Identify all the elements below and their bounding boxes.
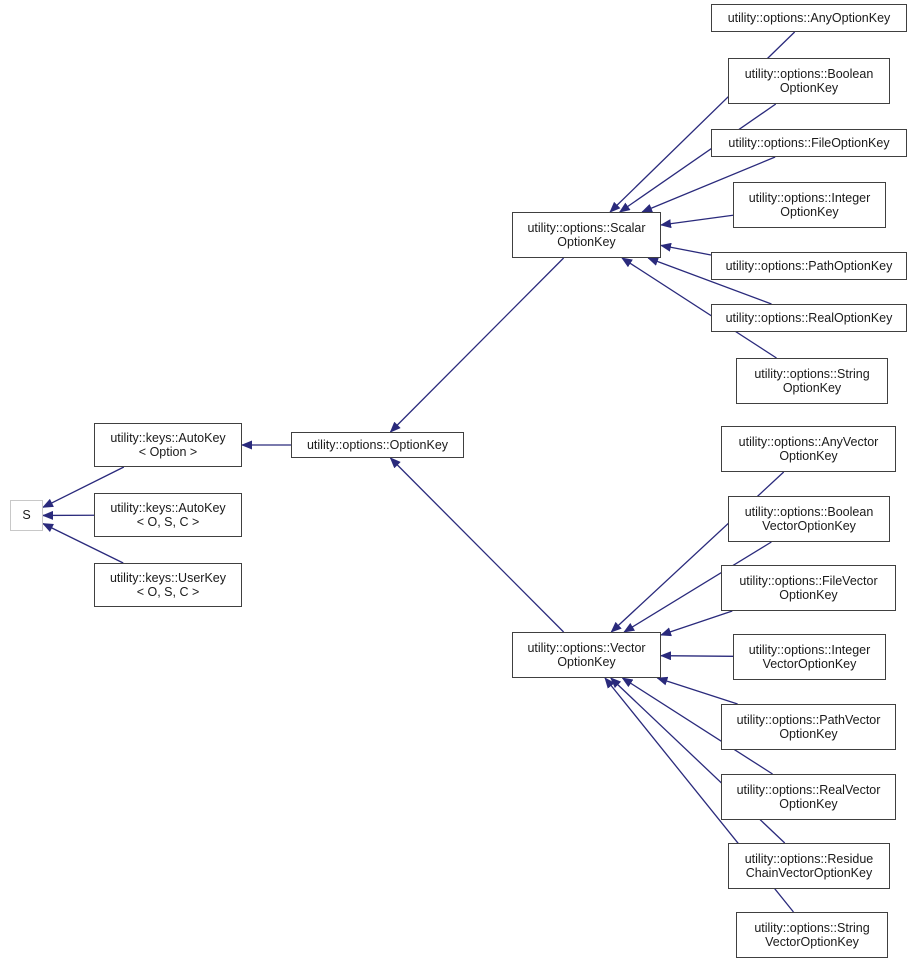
inheritance-edge-vectoroptionkey-to-optionkey bbox=[389, 457, 565, 633]
class-node-autokey_osc[interactable]: utility::keys::AutoKey < O, S, C > bbox=[94, 493, 242, 537]
class-node-path_opt[interactable]: utility::options::PathOptionKey bbox=[711, 252, 907, 280]
inheritance-edge-scalaroptionkey-to-optionkey bbox=[389, 257, 565, 433]
class-node-autokey_option[interactable]: utility::keys::AutoKey < Option > bbox=[94, 423, 242, 467]
class-node-int_opt[interactable]: utility::options::Integer OptionKey bbox=[733, 182, 886, 228]
class-node-bool_opt[interactable]: utility::options::Boolean OptionKey bbox=[728, 58, 890, 104]
class-node-any_opt[interactable]: utility::options::AnyOptionKey bbox=[711, 4, 907, 32]
class-node-residue_vec[interactable]: utility::options::Residue ChainVectorOpt… bbox=[728, 843, 890, 889]
class-node-real_opt[interactable]: utility::options::RealOptionKey bbox=[711, 304, 907, 332]
class-node-int_vec[interactable]: utility::options::Integer VectorOptionKe… bbox=[733, 634, 886, 680]
inheritance-edge-path_opt-to-scalaroptionkey bbox=[660, 242, 712, 256]
class-node-scalaroptionkey[interactable]: utility::options::Scalar OptionKey bbox=[512, 212, 661, 258]
class-node-real_vec[interactable]: utility::options::RealVector OptionKey bbox=[721, 774, 896, 820]
class-node-string_opt[interactable]: utility::options::String OptionKey bbox=[736, 358, 888, 404]
class-node-vectoroptionkey[interactable]: utility::options::Vector OptionKey bbox=[512, 632, 661, 678]
inheritance-edge-file_vec-to-vectoroptionkey bbox=[660, 610, 733, 637]
class-node-any_vec[interactable]: utility::options::AnyVector OptionKey bbox=[721, 426, 896, 472]
class-node-s[interactable]: S bbox=[10, 500, 43, 531]
class-node-optionkey[interactable]: utility::options::OptionKey bbox=[291, 432, 464, 458]
inheritance-edge-int_opt-to-scalaroptionkey bbox=[660, 214, 734, 229]
class-node-file_opt[interactable]: utility::options::FileOptionKey bbox=[711, 129, 907, 157]
class-node-bool_vec[interactable]: utility::options::Boolean VectorOptionKe… bbox=[728, 496, 890, 542]
class-node-file_vec[interactable]: utility::options::FileVector OptionKey bbox=[721, 565, 896, 611]
class-node-userkey_osc[interactable]: utility::keys::UserKey < O, S, C > bbox=[94, 563, 242, 607]
inheritance-edge-int_vec-to-vectoroptionkey bbox=[660, 651, 734, 661]
inheritance-edge-path_vec-to-vectoroptionkey bbox=[656, 676, 738, 705]
class-node-path_vec[interactable]: utility::options::PathVector OptionKey bbox=[721, 704, 896, 750]
class-node-string_vec[interactable]: utility::options::String VectorOptionKey bbox=[736, 912, 888, 958]
